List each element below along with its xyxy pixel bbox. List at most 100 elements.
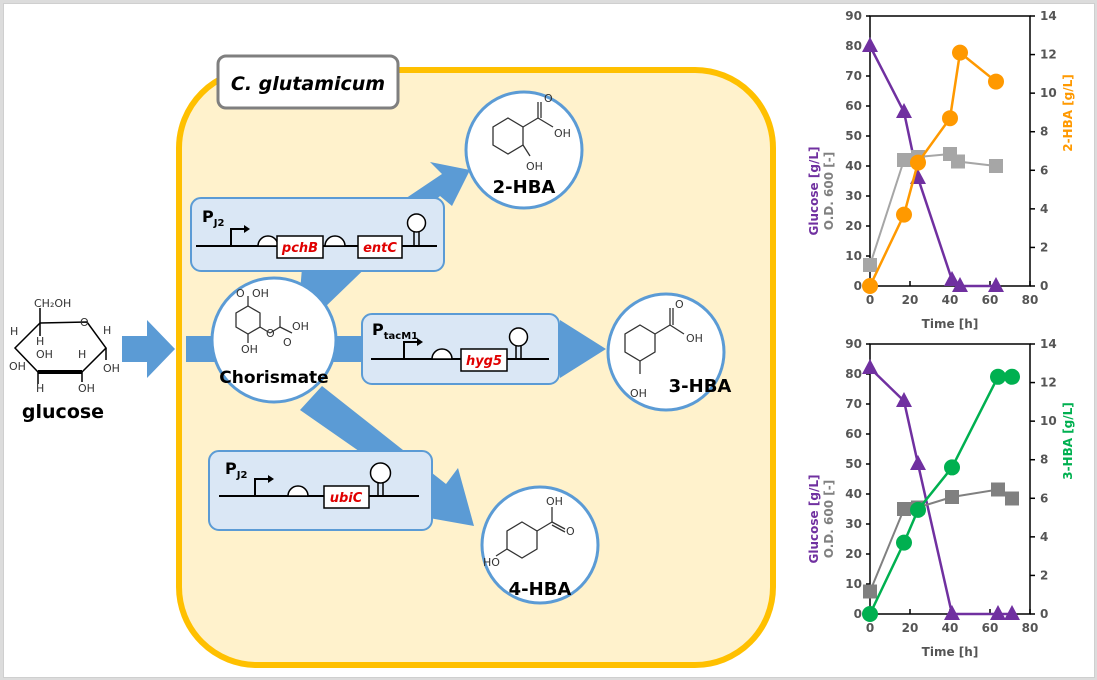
y-right-tick-label: 12: [1040, 376, 1057, 390]
organism-label-box: C. glutamicum: [216, 54, 400, 110]
gene-label: hyg5: [466, 354, 502, 369]
y-right-tick-label: 4: [1040, 202, 1048, 216]
data-point: [1005, 491, 1019, 506]
y-left-tick-label: 20: [845, 547, 862, 561]
y-left-tick-label: 10: [845, 249, 862, 263]
data-point: [989, 159, 1003, 173]
x-tick-label: 80: [1022, 293, 1039, 307]
data-point: [951, 154, 965, 169]
y-left-tick-label: 60: [845, 99, 862, 113]
svg-text:OH: OH: [241, 343, 258, 356]
y-left-tick-label: 90: [845, 9, 862, 23]
x-tick-label: 0: [866, 293, 874, 307]
glucose-structure-icon: [13, 308, 107, 384]
y-left-axis-label-od: O.D. 600 [-]: [822, 152, 836, 230]
product-node-2hba: [464, 90, 584, 210]
x-tick-label: 80: [1022, 621, 1039, 635]
svg-text:O: O: [266, 327, 275, 340]
data-point: [1004, 605, 1020, 620]
y-left-tick-label: 60: [845, 427, 862, 441]
data-point: [862, 37, 878, 52]
y-left-tick-label: 0: [854, 607, 862, 621]
data-point: [862, 278, 878, 294]
data-point: [944, 459, 960, 476]
y-left-tick-label: 40: [845, 159, 862, 173]
svg-text:O: O: [236, 287, 245, 300]
glucose-group-label: H: [78, 348, 86, 361]
series-3-hba: [862, 368, 1020, 622]
y-left-tick-label: 90: [845, 337, 862, 351]
glucose-group-label: H: [103, 324, 111, 337]
y-right-tick-label: 10: [1040, 86, 1057, 100]
y-left-tick-label: 30: [845, 517, 862, 531]
y-left-tick-label: 20: [845, 219, 862, 233]
y-left-tick-label: 10: [845, 577, 862, 591]
y-right-tick-label: 0: [1040, 607, 1048, 621]
series-glucose: [862, 359, 1020, 620]
data-point: [897, 153, 911, 167]
y-right-tick-label: 10: [1040, 414, 1057, 428]
y-left-axis-label-od: O.D. 600 [-]: [822, 480, 836, 558]
series-line: [869, 488, 1013, 592]
product-node-4hba: [480, 485, 600, 605]
data-point: [862, 359, 878, 374]
y-left-tick-label: 40: [845, 487, 862, 501]
rbs-icon: [431, 348, 453, 360]
data-point: [897, 502, 911, 516]
glucose-group-label: CH₂OH: [34, 297, 71, 310]
data-point: [988, 277, 1004, 292]
y-left-tick-label: 0: [854, 279, 862, 293]
2hba-structure-icon: [492, 102, 554, 157]
data-point: [944, 605, 960, 620]
gene-label: ubiC: [330, 491, 363, 506]
x-tick-label: 60: [982, 293, 999, 307]
y-left-tick-label: 80: [845, 367, 862, 381]
data-point: [988, 73, 1004, 90]
data-point: [952, 44, 968, 61]
construct-3hba: PtacM1 hyg5: [361, 313, 560, 385]
series-line: [868, 45, 996, 288]
data-point: [991, 482, 1005, 497]
data-point: [944, 271, 960, 286]
gene-box: [323, 485, 370, 509]
data-point: [910, 154, 926, 171]
y-right-tick-label: 14: [1040, 9, 1057, 23]
y-right-tick-label: 4: [1040, 530, 1048, 544]
series-glucose: [862, 37, 1004, 292]
3hba-group-label: O: [675, 298, 684, 311]
data-point: [952, 277, 968, 292]
x-axis-label: Time [h]: [922, 317, 979, 331]
data-point: [910, 501, 926, 518]
construct-4hba: PJ2 ubiC: [208, 450, 433, 531]
arrow-glucose-in: [122, 320, 175, 378]
y-right-tick-label: 2: [1040, 568, 1048, 582]
glucose-group-label: H: [36, 335, 44, 348]
rbs-icon: [287, 485, 309, 497]
glucose-group-label: OH: [78, 382, 95, 395]
4hba-group-label: OH: [546, 495, 563, 508]
series-line: [868, 50, 997, 287]
gene-box: [276, 235, 324, 259]
rbs-icon: [324, 235, 346, 247]
3hba-structure-icon: [624, 308, 685, 374]
y-left-tick-label: 70: [845, 69, 862, 83]
gene-label: entC: [363, 241, 397, 256]
data-point: [990, 605, 1006, 620]
data-point: [1004, 368, 1020, 385]
4hba-structure-icon: [495, 507, 566, 559]
glucose-group-label: OH: [36, 348, 53, 361]
product-label-3hba: 3-HBA: [669, 376, 732, 397]
x-tick-label: 40: [942, 621, 959, 635]
data-point: [896, 103, 912, 118]
y-left-axis-label-glucose: Glucose [g/L]: [807, 147, 821, 236]
y-right-tick-label: 6: [1040, 163, 1048, 177]
x-tick-label: 20: [902, 293, 919, 307]
y-right-axis-label: 2-HBA [g/L]: [1061, 74, 1075, 152]
y-right-tick-label: 8: [1040, 125, 1048, 139]
y-right-tick-label: 12: [1040, 48, 1057, 62]
y-right-tick-label: 2: [1040, 240, 1048, 254]
y-right-tick-label: 6: [1040, 491, 1048, 505]
promoter-label: PtacM1: [372, 320, 418, 342]
data-point: [862, 606, 878, 622]
